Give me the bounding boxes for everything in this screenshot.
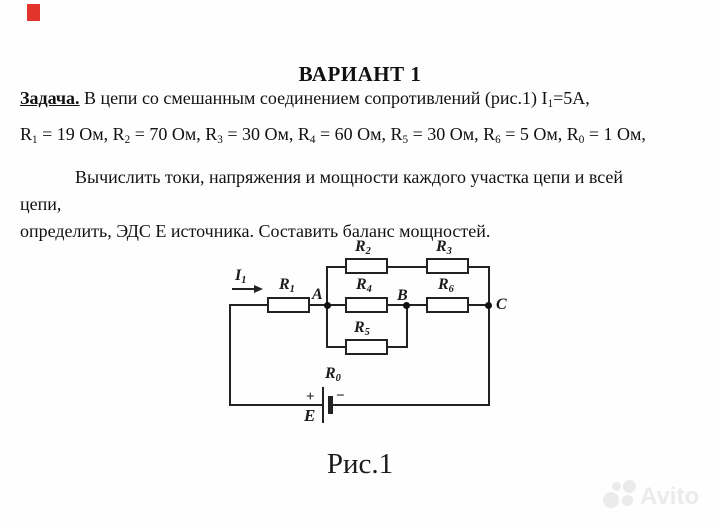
wire-bottom-left bbox=[229, 404, 323, 406]
wire-b-branch-vertical bbox=[406, 304, 408, 348]
avito-logo-icon bbox=[623, 480, 636, 493]
wire-a-to-r2 bbox=[327, 266, 346, 268]
task-body-paragraph: Вычислить токи, напряжения и мощности ка… bbox=[20, 167, 624, 241]
wire-a-to-r5 bbox=[327, 346, 346, 348]
avito-watermark: Avito bbox=[600, 479, 718, 515]
task-intro-line: Задача. В цепи со смешанным соединением … bbox=[20, 88, 590, 111]
wire-r1-to-a bbox=[309, 304, 328, 306]
label-node-c: C bbox=[496, 296, 507, 313]
battery-emf-label: E bbox=[304, 406, 316, 425]
node-a-dot bbox=[324, 302, 331, 309]
avito-logo-icon bbox=[622, 495, 633, 506]
battery-plus-sign: + bbox=[306, 389, 315, 405]
label-r2: R2 bbox=[355, 238, 371, 258]
label-r6: R6 bbox=[438, 276, 454, 296]
resistor-r2-box bbox=[345, 258, 388, 274]
label-r3: R3 bbox=[436, 238, 452, 258]
wire-bottom-right bbox=[332, 404, 490, 406]
battery-positive-plate bbox=[322, 387, 324, 423]
avito-watermark-text: Avito bbox=[640, 483, 700, 510]
resistor-values-line: R1 = 19 Ом, R2 = 70 Ом, R3 = 30 Ом, R4 =… bbox=[20, 124, 646, 147]
current-arrow-head-icon bbox=[254, 285, 263, 293]
wire-r6-to-c bbox=[468, 304, 490, 306]
label-node-b: B bbox=[397, 287, 408, 304]
page-title: ВАРИАНТ 1 bbox=[298, 62, 422, 86]
red-corner-marker bbox=[27, 4, 40, 21]
node-b-dot bbox=[403, 302, 410, 309]
label-r0: R0 bbox=[325, 365, 341, 385]
label-r4: R4 bbox=[356, 276, 372, 296]
wire-r3-to-right bbox=[468, 266, 490, 268]
resistor-r6-box bbox=[426, 297, 469, 313]
wire-right-vertical bbox=[488, 266, 490, 406]
label-r5: R5 bbox=[354, 319, 370, 339]
wire-r4-to-b bbox=[387, 304, 408, 306]
battery-minus-sign: − bbox=[336, 388, 345, 404]
resistor-r5-box bbox=[345, 339, 388, 355]
avito-logo-icon bbox=[612, 482, 621, 491]
label-node-a: A bbox=[312, 286, 323, 303]
figure-caption: Рис.1 bbox=[326, 448, 394, 480]
label-r1: R1 bbox=[279, 276, 295, 296]
current-i1-label: I1 bbox=[235, 267, 247, 287]
resistor-r4-box bbox=[345, 297, 388, 313]
avito-logo-icon bbox=[603, 492, 619, 508]
wire-a-to-r4 bbox=[327, 304, 346, 306]
wire-left-to-r1 bbox=[229, 304, 268, 306]
wire-r5-to-b bbox=[387, 346, 408, 348]
wire-left-vertical bbox=[229, 304, 231, 406]
resistor-r1-box bbox=[267, 297, 310, 313]
wire-r2-to-r3 bbox=[387, 266, 427, 268]
wire-b-to-r6 bbox=[407, 304, 427, 306]
battery-negative-plate bbox=[328, 396, 333, 414]
node-c-dot bbox=[485, 302, 492, 309]
current-arrow-line bbox=[232, 288, 254, 290]
resistor-r3-box bbox=[426, 258, 469, 274]
